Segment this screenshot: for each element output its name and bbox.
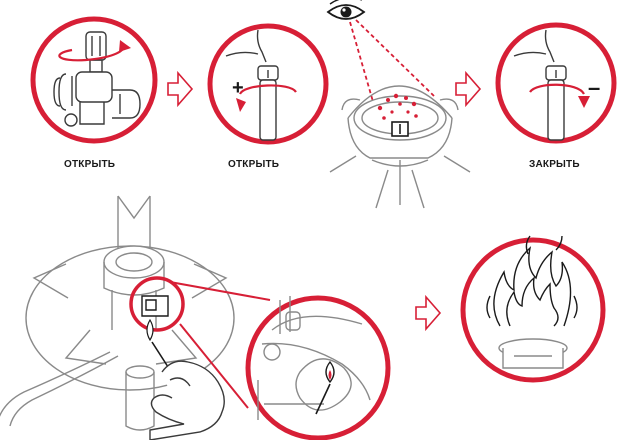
step-1-label: ОТКРЫТЬ bbox=[64, 159, 115, 170]
plus-sign: + bbox=[232, 77, 244, 99]
arrow-right-icon bbox=[456, 73, 480, 105]
step-1-valve-detail bbox=[33, 19, 155, 141]
step-3-burner-check bbox=[328, 0, 470, 208]
arrow-right-icon bbox=[416, 297, 440, 329]
stove-overview bbox=[0, 196, 270, 440]
step-2-valve-detail bbox=[210, 26, 326, 142]
ignition-detail bbox=[248, 296, 388, 438]
eye-icon bbox=[328, 0, 364, 19]
minus-sign: – bbox=[588, 75, 600, 100]
arrow-right-icon bbox=[168, 73, 192, 105]
step-4-label: ЗАКРЫТЬ bbox=[529, 159, 580, 170]
flame-detail bbox=[463, 236, 603, 380]
step-2-label: ОТКРЫТЬ bbox=[228, 159, 279, 170]
